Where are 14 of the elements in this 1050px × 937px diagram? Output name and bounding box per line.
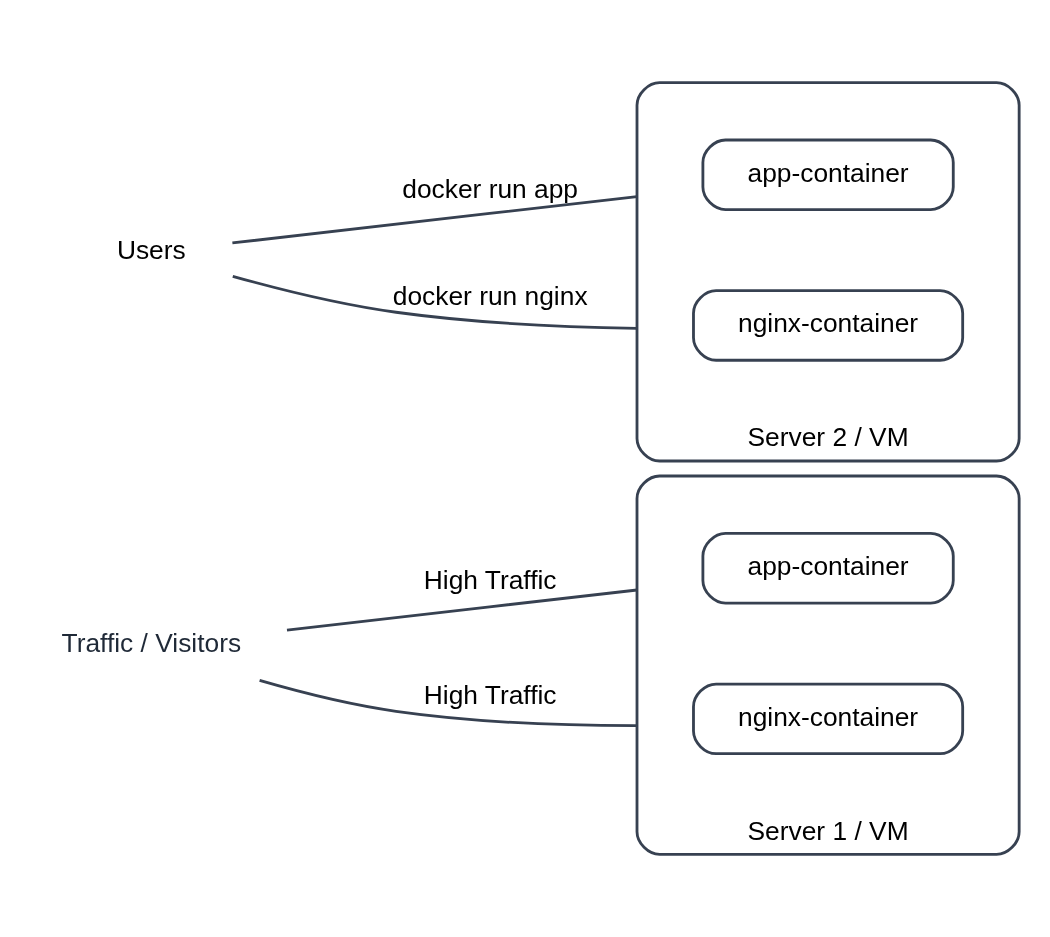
connector bbox=[232, 274, 638, 330]
edge-label: High Traffic bbox=[423, 680, 557, 711]
node-text: Users bbox=[116, 234, 186, 265]
edge-label: High Traffic bbox=[423, 565, 557, 596]
node-box: nginx-container bbox=[692, 289, 965, 362]
connector bbox=[259, 679, 637, 728]
node-box: app-container bbox=[701, 532, 955, 605]
edge-label: docker run app bbox=[402, 173, 579, 204]
connector bbox=[286, 588, 638, 632]
connector bbox=[232, 195, 638, 245]
node-text: Traffic / Visitors bbox=[61, 628, 242, 659]
node-box: nginx-container bbox=[692, 682, 965, 756]
node-box: app-container bbox=[701, 138, 955, 212]
edge-label: docker run nginx bbox=[392, 281, 588, 312]
